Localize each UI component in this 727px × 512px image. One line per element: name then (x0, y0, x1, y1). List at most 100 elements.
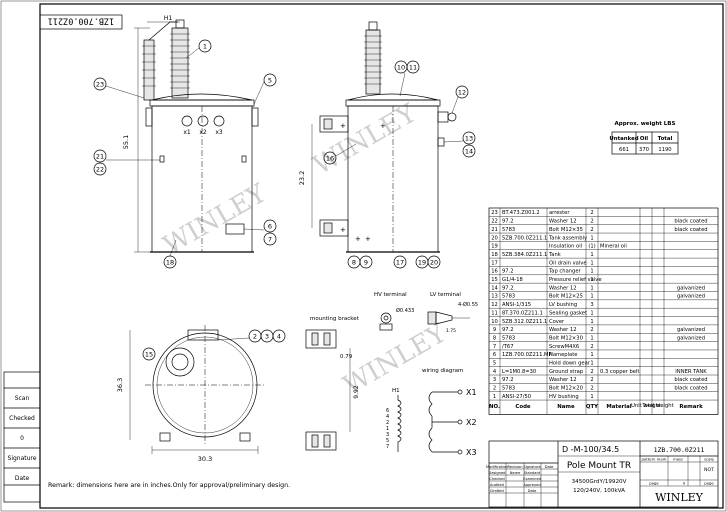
dim-plan-width: 30.3 (198, 455, 212, 463)
bom-name: Washer 12 (549, 285, 577, 291)
bom-qty: 1 (590, 310, 593, 316)
bom-remark: INNER TANK (675, 369, 707, 375)
bom-code: 97.2 (502, 327, 514, 333)
callout-4: 4 (277, 333, 281, 341)
bom-name: Washer 12 (549, 377, 577, 383)
tb-standard: Standard (524, 471, 540, 475)
bom-name: Ground strap (549, 369, 584, 375)
bom-name: Tap changer (548, 269, 582, 275)
label-mounting-bracket: mounting bracket (310, 316, 360, 322)
bom-no: 3 (493, 377, 496, 383)
dim-h1: H1 (164, 15, 173, 22)
bom-no: 22 (491, 219, 498, 225)
tb-designed: Designed (489, 471, 506, 475)
callout-22: 22 (96, 166, 104, 174)
marker-plus-bracket-top: + (340, 122, 346, 130)
tap-3: 3 (386, 432, 389, 438)
bom-remark: galvanized (677, 335, 705, 341)
bom-qty: 1 (590, 361, 593, 367)
hv-bushing-side (365, 29, 381, 95)
tap-4: 4 (386, 414, 389, 420)
bom-header-name: Name (557, 404, 575, 410)
bom-code: 97.2 (502, 219, 514, 225)
marker-plus-top: + (380, 122, 386, 130)
front-callouts: 1 23 5 21 22 6 7 18 (93, 39, 277, 269)
bom-header-no: NO. (489, 404, 500, 410)
tb-page-number: 9 (683, 481, 686, 486)
side-label-scan: Scan (15, 395, 30, 402)
dim-bracket-h: 9.92 (353, 385, 360, 399)
callout-19: 19 (418, 259, 426, 267)
wiring-x1: X1 (466, 388, 477, 397)
bom-code: 5783 (502, 386, 515, 392)
tb-drawing-number: 1ZB.700.0Z211 (654, 446, 705, 454)
tap-2: 2 (386, 420, 389, 426)
bom-qty: 1 (590, 294, 593, 300)
bom-code: 5ZB.312.0Z211.1 (502, 319, 547, 325)
bom-qty: 1 (590, 319, 593, 325)
bom-no: 20 (491, 235, 498, 241)
front-view: x1 x2 x3 55.1 H1 (122, 15, 259, 253)
bom-no: 4 (493, 369, 497, 375)
bom-name: Bolt M12×30 (549, 335, 583, 341)
tb-rating: 120/240V, 100kVA (573, 488, 625, 494)
lv-terminal-detail: LV terminal 4-Ø0.55 1.75 (427, 292, 478, 334)
bom-name: Insulation oil (549, 244, 582, 250)
dim-bracket-w: 0.79 (340, 354, 353, 360)
bom-qty: 1 (590, 352, 593, 358)
bom-code: 5783 (502, 335, 515, 341)
bom-name: LV bushing (549, 302, 577, 308)
bom-name: Hold down gear (549, 361, 591, 367)
tb-scale: scale (704, 457, 714, 462)
tb-page-label-2: page (704, 481, 714, 486)
bom-qty: 2 (590, 377, 593, 383)
bom-material: Mineral oil (600, 244, 627, 250)
tb-model: D -M-100/34.5 (562, 445, 619, 454)
hv-terminal-detail: HV terminal Ø0.433 (374, 292, 414, 331)
drawing-number-rotated: 1ZB.700.0Z211 (48, 16, 115, 26)
bom-remark: black coated (674, 377, 707, 383)
bom-no: 17 (491, 260, 498, 266)
bom-qty: 1 (590, 285, 593, 291)
bom-code: 1ZB.700.0Z211.MP (502, 352, 552, 358)
callout-17: 17 (396, 259, 404, 267)
left-signature-strip: Scan Checked 0 Signature Date (3, 371, 41, 503)
tb-revision: Revision (507, 465, 522, 469)
dim-height: 55.1 (122, 135, 130, 149)
hv-bushing-front (171, 27, 189, 99)
bom-code: 8T.370.0Z211.1 (502, 310, 543, 316)
weight-total: 1190 (658, 147, 671, 153)
tb-drafted: Drafted (490, 489, 504, 493)
bom-qty: 2 (590, 227, 593, 233)
side-callouts: 10 11 12 13 14 16 8 9 17 19 20 (323, 60, 476, 269)
bom-remark: galvanized (677, 294, 705, 300)
bom-qty: 2 (590, 386, 593, 392)
weight-table: Approx. weight LBS Untanked Oil Total 66… (609, 121, 679, 155)
bom-header-total-weight: Total weight (641, 403, 673, 409)
tb-pattern-mark: pattern mark (642, 457, 668, 462)
tb-checked: Checked (489, 477, 504, 481)
label-wiring-diagram: wiring diagram (422, 368, 463, 374)
dim-tank-height: 23.2 (298, 171, 306, 185)
bom-no: 6 (493, 352, 496, 358)
callout-20: 20 (430, 259, 438, 267)
tb-date-h: Date (545, 465, 554, 469)
bom-name: ScrewM4X6 (549, 344, 579, 350)
bom-name: Tank assembly (548, 235, 587, 241)
bom-qty: 1 (590, 269, 593, 275)
bom-no: 1 (493, 394, 496, 400)
bom-qty: 2 (590, 210, 593, 216)
bom-header-remark: Remark (679, 404, 703, 410)
bom-remark: galvanized (677, 285, 705, 291)
callout-2: 2 (253, 333, 257, 341)
bom-no: 12 (491, 302, 498, 308)
marker-plus-bracket-bottom: + (340, 226, 346, 234)
bom-name: Pressure relief valve (549, 277, 602, 283)
weight-oil: 370 (639, 147, 649, 153)
bom-remark: black coated (674, 219, 707, 225)
bom-remark: black coated (674, 386, 707, 392)
callout-1: 1 (203, 43, 207, 51)
bom-name: Bolt M12×25 (549, 294, 583, 300)
tb-signature: Signature (523, 465, 541, 469)
callout-3: 3 (265, 333, 269, 341)
